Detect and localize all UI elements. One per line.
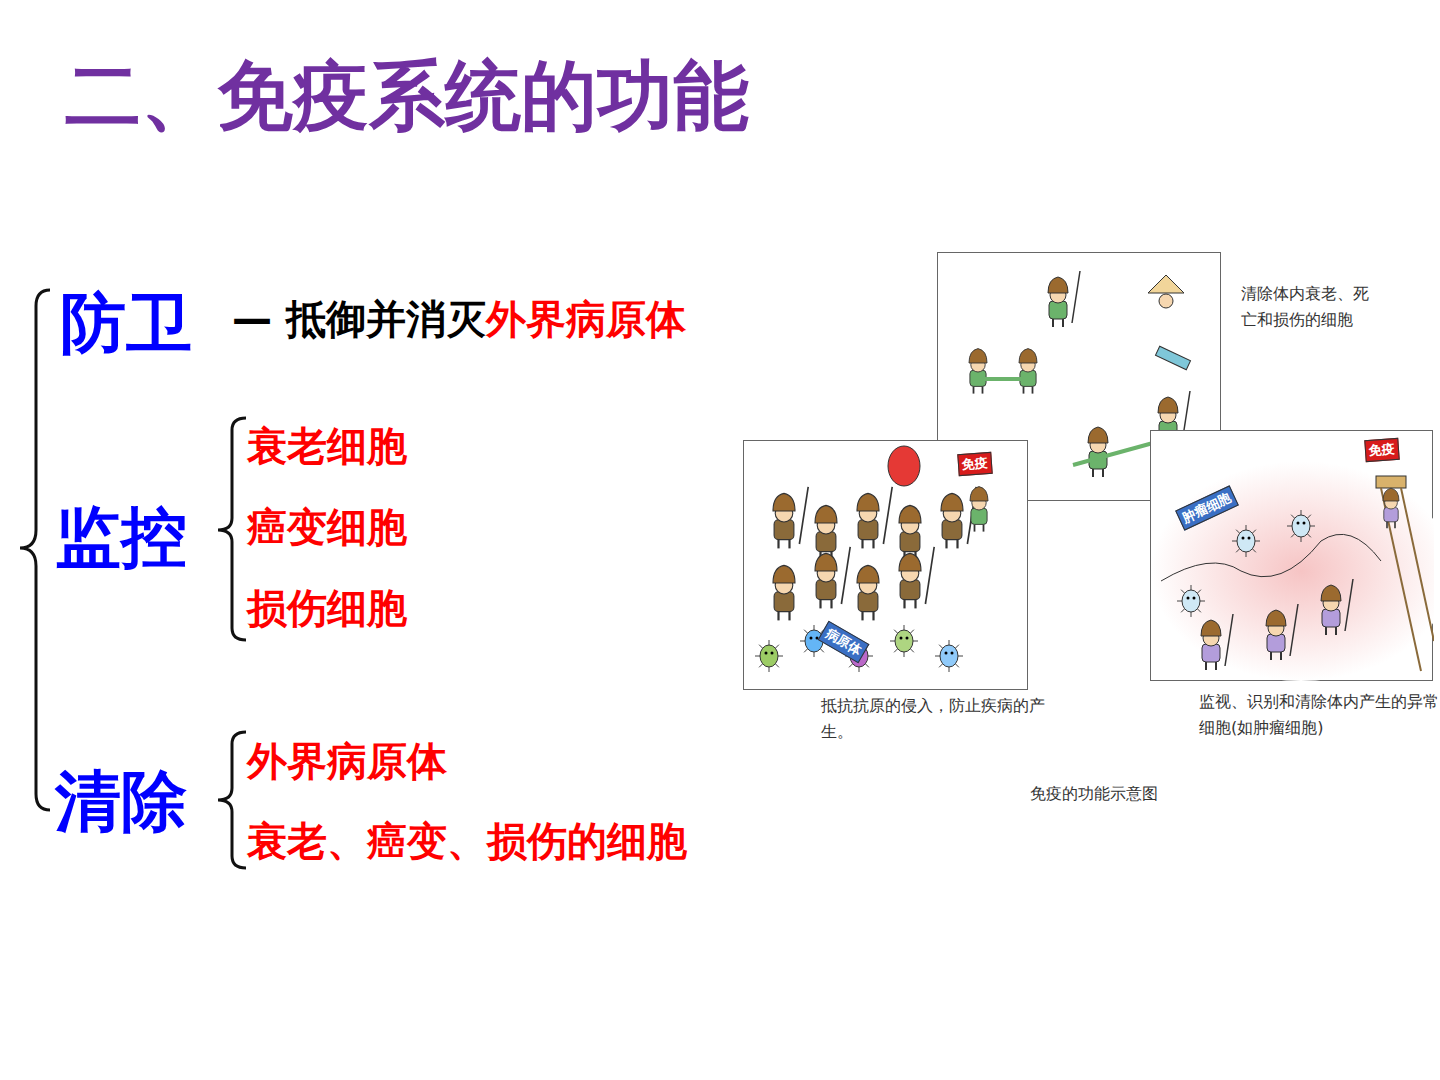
- big-brace: [20, 290, 50, 810]
- soldier: [773, 487, 808, 549]
- germ: [1287, 510, 1315, 542]
- germ: [890, 625, 918, 657]
- function-item: 外界病原体: [486, 296, 686, 342]
- soldier: [1088, 427, 1108, 477]
- germ: [935, 640, 963, 672]
- flag-text: 免疫: [1364, 438, 1399, 462]
- soldier: [1048, 271, 1080, 327]
- brace: [218, 418, 246, 640]
- slide-title: 二、免疫系统的功能: [65, 52, 749, 139]
- soldier: [969, 349, 987, 394]
- panel-caption: 抵抗抗原的侵入，防止疾病的产生。: [821, 693, 1061, 746]
- function-item: 衰老细胞: [247, 423, 407, 469]
- soldier: [1266, 604, 1298, 660]
- soldier: [857, 565, 879, 620]
- panel-caption: 清除体内衰老、死亡和损伤的细胞: [1241, 281, 1371, 334]
- function-heading: 清除: [55, 764, 187, 840]
- function-heading: 防卫: [60, 286, 192, 362]
- cartoon: [1151, 431, 1434, 682]
- soldier: [899, 547, 934, 609]
- soldier: [1321, 579, 1353, 635]
- figure-caption: 免疫的功能示意图: [1030, 785, 1158, 803]
- flag-text: 病原体: [818, 621, 870, 664]
- cartoon: [744, 441, 1029, 691]
- function-heading: 监控: [55, 500, 187, 576]
- germ: [1177, 585, 1205, 617]
- function-item: 外界病原体: [247, 738, 447, 784]
- soldier: [970, 487, 988, 532]
- soldier: [857, 487, 892, 549]
- soldier: [1019, 349, 1037, 394]
- brace: [218, 732, 246, 868]
- illustration-panel: 抵抗抗原的侵入，防止疾病的产生。免疫病原体: [743, 440, 1028, 690]
- soldier: [899, 505, 921, 560]
- flag-text: 免疫: [957, 452, 992, 476]
- soldier: [1201, 614, 1233, 670]
- soldier: [773, 565, 795, 620]
- soldier: [1383, 488, 1399, 528]
- illustration-panel: 监视、识别和清除体内产生的异常细胞(如肿瘤细胞)免疫肿瘤细胞: [1150, 430, 1433, 681]
- function-item: 衰老、癌变、损伤的细胞: [247, 818, 687, 864]
- function-item: 癌变细胞: [247, 504, 407, 550]
- germ: [1232, 525, 1260, 557]
- function-item: — 抵御并消灭: [232, 296, 486, 342]
- panel-caption: 监视、识别和清除体内产生的异常细胞(如肿瘤细胞): [1199, 689, 1440, 742]
- function-item: 损伤细胞: [247, 585, 407, 631]
- germ: [755, 640, 783, 672]
- soldier: [815, 505, 837, 560]
- soldier: [815, 547, 850, 609]
